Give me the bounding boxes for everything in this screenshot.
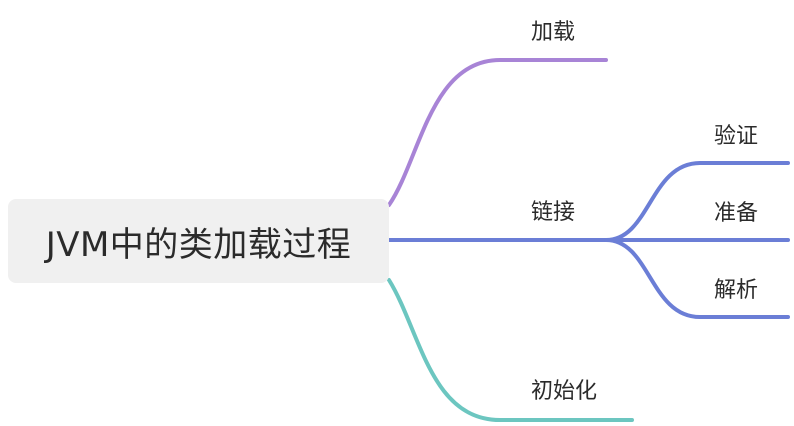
root-node-label: JVM中的类加载过程 xyxy=(45,224,352,265)
branch-label-load[interactable]: 加载 xyxy=(531,20,576,45)
root-node[interactable]: JVM中的类加载过程 xyxy=(8,199,389,283)
branch-label-link[interactable]: 链接 xyxy=(531,200,576,225)
subbranch-label-resolve[interactable]: 解析 xyxy=(714,278,759,303)
branch-label-init[interactable]: 初始化 xyxy=(531,379,598,404)
subbranch-label-verify[interactable]: 验证 xyxy=(714,124,759,149)
edge-link-to-verify xyxy=(604,161,790,242)
edge-link-to-resolve xyxy=(604,238,790,319)
subbranch-label-prepare[interactable]: 准备 xyxy=(714,201,759,226)
edge-root-to-init xyxy=(387,278,634,422)
edge-root-to-load xyxy=(387,58,608,207)
